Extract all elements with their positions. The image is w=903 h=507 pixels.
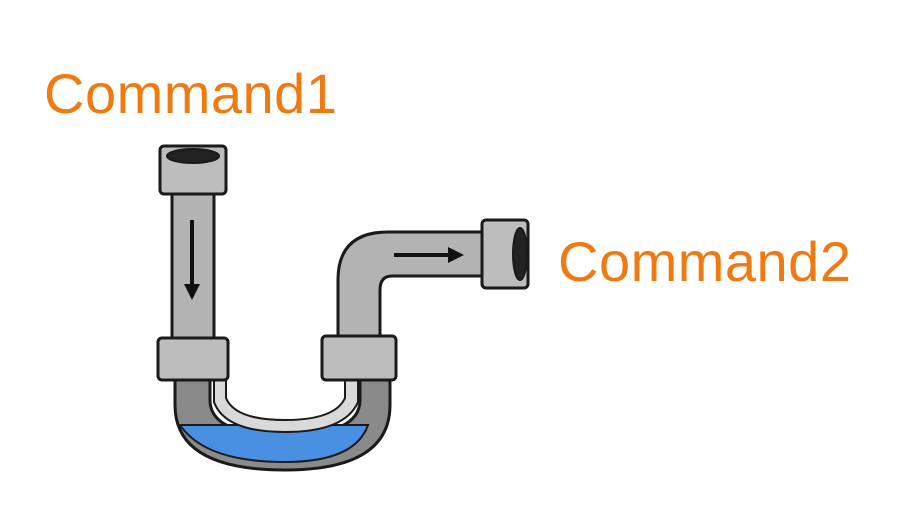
right-elbow-pipe xyxy=(336,230,492,342)
command2-label: Command2 xyxy=(558,230,852,293)
command1-label: Command1 xyxy=(44,62,338,125)
arrow-right-icon xyxy=(394,247,464,263)
right-end-opening xyxy=(512,227,528,281)
left-top-opening xyxy=(166,148,220,164)
left-bottom-nut xyxy=(156,336,230,382)
water xyxy=(178,424,370,464)
bend-inner xyxy=(213,377,359,434)
arrow-down-icon xyxy=(184,220,200,300)
right-bottom-nut xyxy=(320,334,398,382)
